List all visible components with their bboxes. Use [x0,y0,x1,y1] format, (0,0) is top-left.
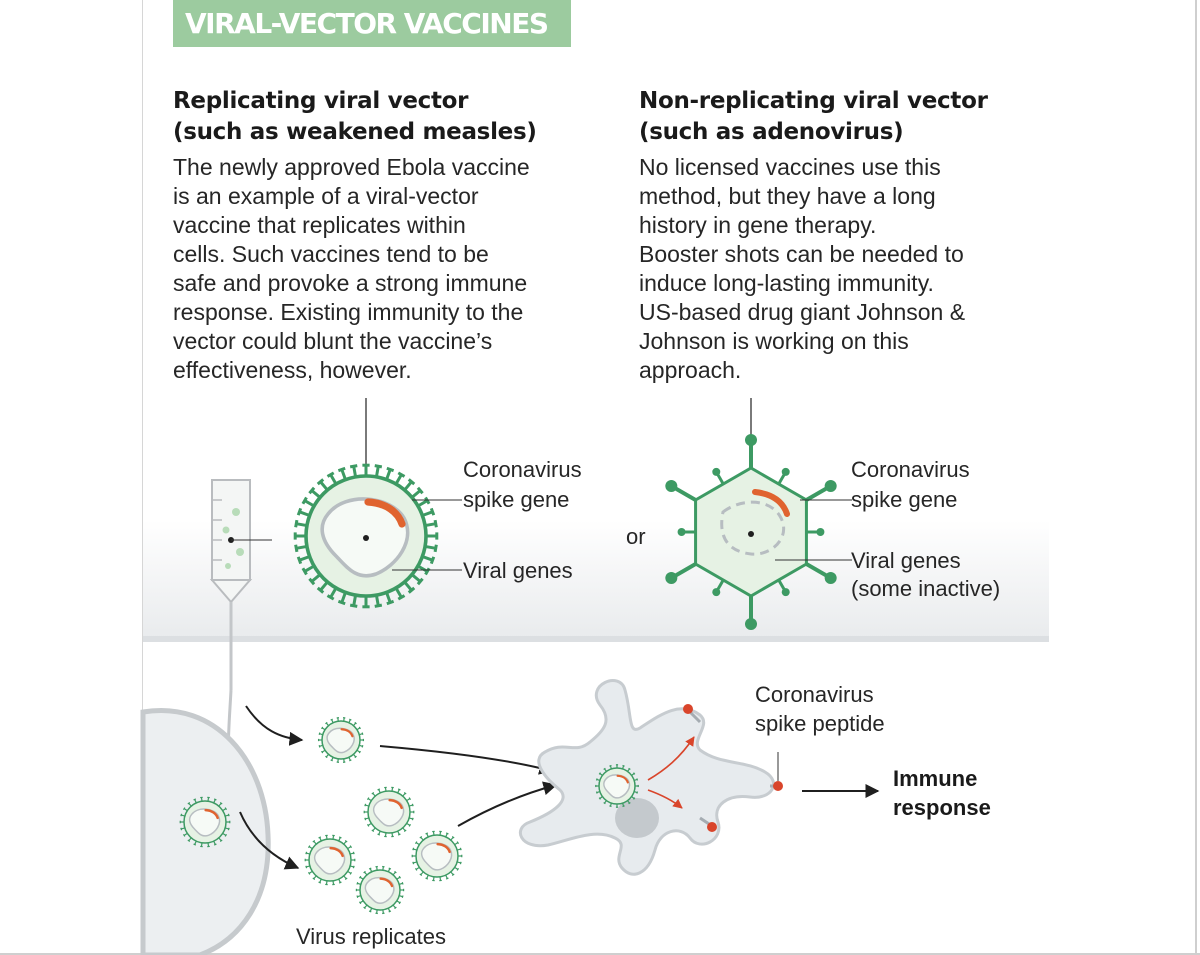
left-body-line: response. Existing immunity to the [173,299,524,325]
label-or: or [626,524,646,549]
left-column-title-2: (such as weakened measles) [173,119,537,145]
replicating-virus-large [293,463,439,609]
left-body-line: vector could blunt the vaccine’s [173,328,493,354]
label-immune-2: response [893,795,991,820]
right-body-line: induce long-lasting immunity. [639,270,934,296]
antigen-presenting-cell [518,679,776,876]
label-spike-gene-right-1: Coronavirus [851,457,970,482]
left-body-line: is an example of a viral-vector [173,183,479,209]
right-body-line: method, but they have a long [639,183,936,209]
label-immune-1: Immune [893,766,978,791]
label-spike-peptide-2: spike peptide [755,711,885,736]
left-body-line: The newly approved Ebola vaccine [173,154,530,180]
label-viral-genes-right-2: (some inactive) [851,576,1001,601]
virus-in-host-cell [179,796,231,848]
syringe-illustration [209,479,272,811]
label-spike-peptide-1: Coronavirus [755,682,874,707]
label-viral-genes-left: Viral genes [463,558,573,583]
label-virus-replicates: Virus replicates [296,924,446,949]
left-body-line: safe and provoke a strong immune [173,270,528,296]
virus-in-antigen-cell [595,764,639,808]
replicated-viruses [304,717,463,915]
left-body-line: effectiveness, however. [173,357,412,383]
right-body-line: history in gene therapy. [639,212,877,238]
right-body-line: US-based drug giant Johnson & [639,299,966,325]
left-body-line: vaccine that replicates within [173,212,466,238]
label-spike-gene-left-2: spike gene [463,487,570,512]
frame-left-border [142,0,143,955]
frame-right-border [1195,0,1197,955]
right-column-title-2: (such as adenovirus) [639,119,904,145]
arrow-to-virus [245,705,304,746]
right-column-title-1: Non-replicating viral vector [639,88,988,114]
arrow-virus-to-dendritic [379,745,554,775]
band-shadow [143,636,1049,642]
right-body-line: No licensed vaccines use this [639,154,941,180]
frame-bottom-border [0,953,1200,955]
label-spike-gene-left-1: Coronavirus [463,457,582,482]
left-column-body: The newly approved Ebola vaccine is an e… [173,153,530,385]
arrow-replicates-to-dendritic [457,781,558,827]
label-spike-gene-right-2: spike gene [851,487,958,512]
background-band [143,520,1049,638]
right-column-body: No licensed vaccines use this method, bu… [639,153,965,385]
arrow-to-replicates [239,811,300,870]
left-body-line: cells. Such vaccines tend to be [173,241,489,267]
right-body-line: approach. [639,357,742,383]
left-column-title-1: Replicating viral vector [173,88,469,114]
right-body-line: Booster shots can be needed to [639,241,964,267]
right-body-line: Johnson is working on this [639,328,909,354]
banner-title: VIRAL-VECTOR VACCINES [173,0,571,47]
spike-peptides [647,704,783,832]
label-viral-genes-right-1: Viral genes [851,548,961,573]
adenovirus-illustration [665,434,837,630]
